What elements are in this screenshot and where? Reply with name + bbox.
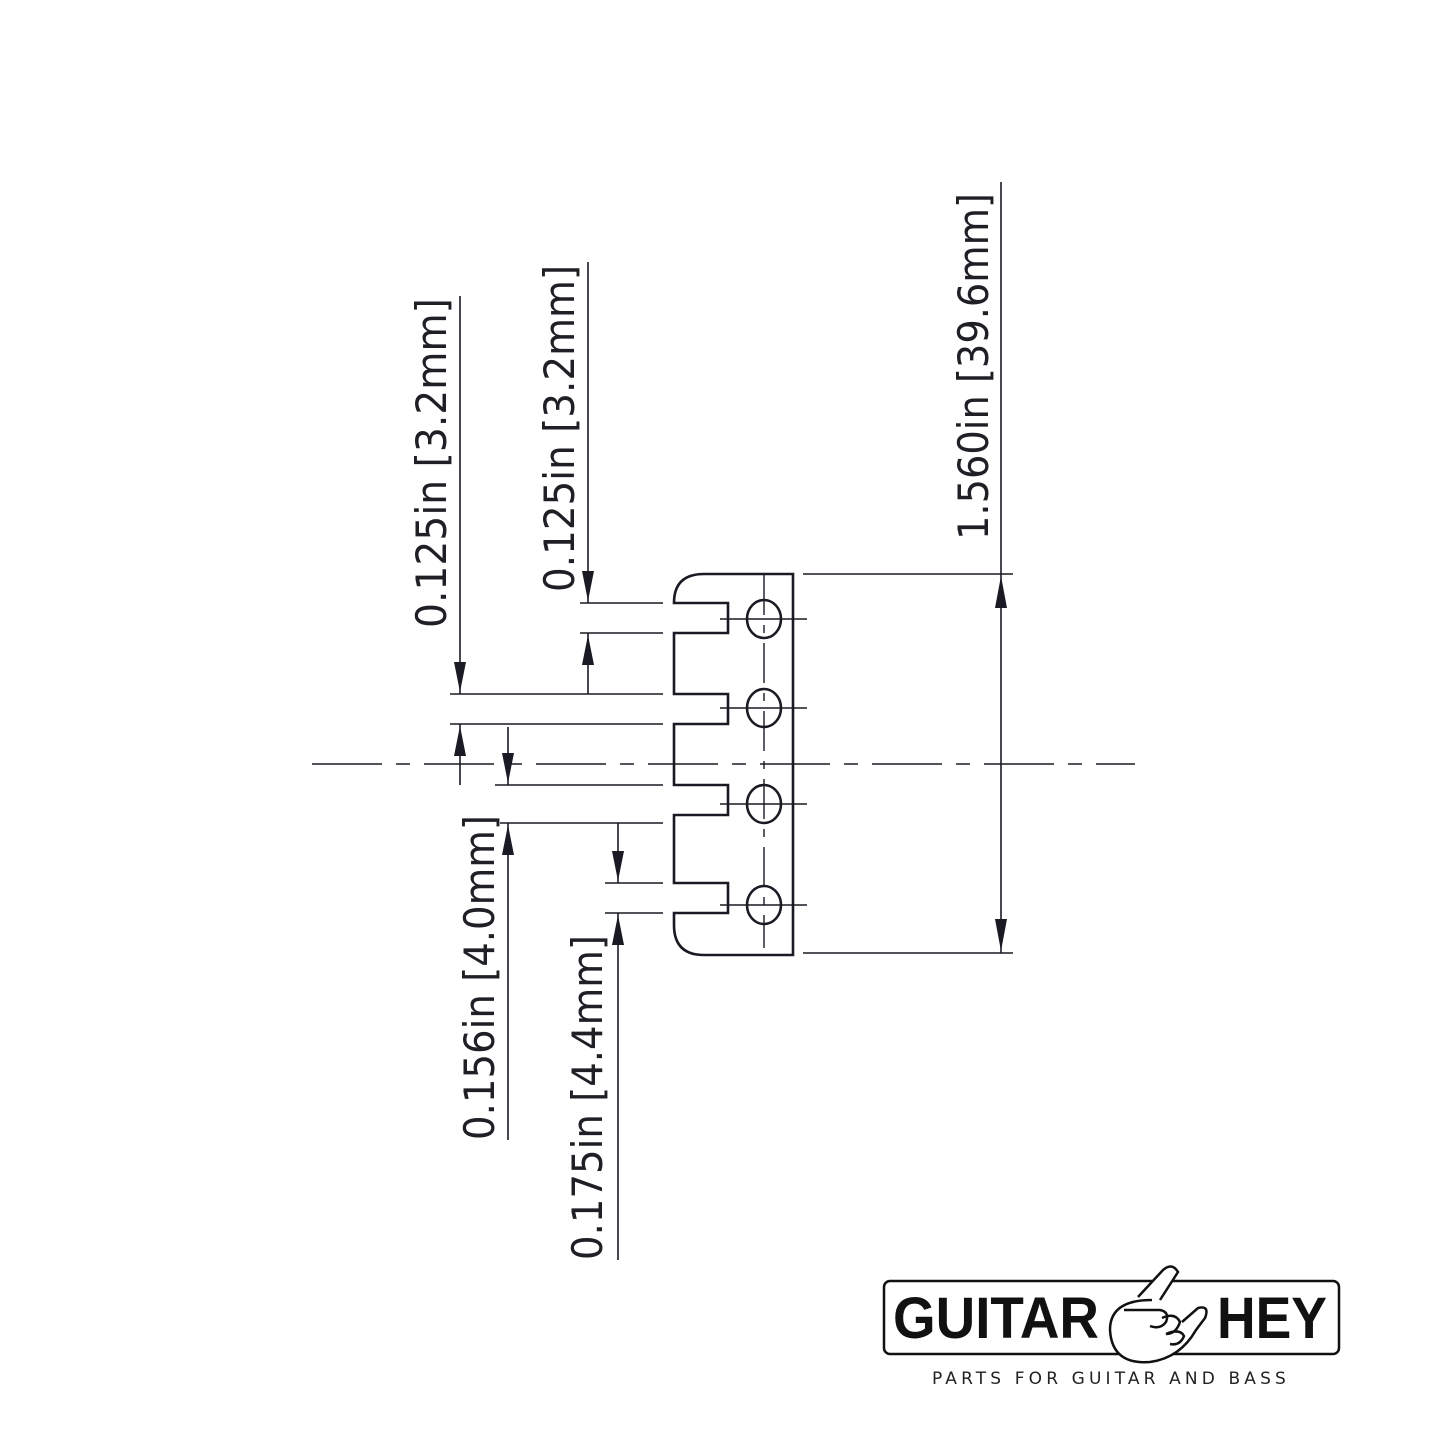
- mounting-holes: [720, 575, 807, 948]
- dimension-center-offset: 0.156in [4.0mm]: [455, 727, 663, 1140]
- dimension-label: 1.560in [39.6mm]: [949, 193, 998, 540]
- dimension-label: 0.125in [3.2mm]: [535, 265, 584, 592]
- dimension-label: 0.125in [3.2mm]: [407, 298, 456, 628]
- logo-tagline: PARTS FOR GUITAR AND BASS: [932, 1369, 1290, 1389]
- rock-hand-icon: [1108, 1265, 1208, 1364]
- logo-brand-left: GUITAR: [893, 1286, 1099, 1351]
- dimension-slot-spacing-bottom: 0.175in [4.4mm]: [563, 823, 663, 1260]
- part-outline: [672, 572, 795, 957]
- dimension-slot-second: 0.125in [3.2mm]: [407, 296, 663, 785]
- dimension-overall-height: 1.560in [39.6mm]: [803, 182, 1013, 954]
- guitarhey-logo: GUITAR HEY PARTS FOR GUITAR AND BASS: [882, 1265, 1341, 1389]
- dimension-slot-top: 0.125in [3.2mm]: [535, 262, 663, 694]
- logo-brand-right: HEY: [1217, 1286, 1327, 1351]
- dimension-label: 0.175in [4.4mm]: [563, 935, 612, 1260]
- dimension-label: 0.156in [4.0mm]: [455, 815, 504, 1140]
